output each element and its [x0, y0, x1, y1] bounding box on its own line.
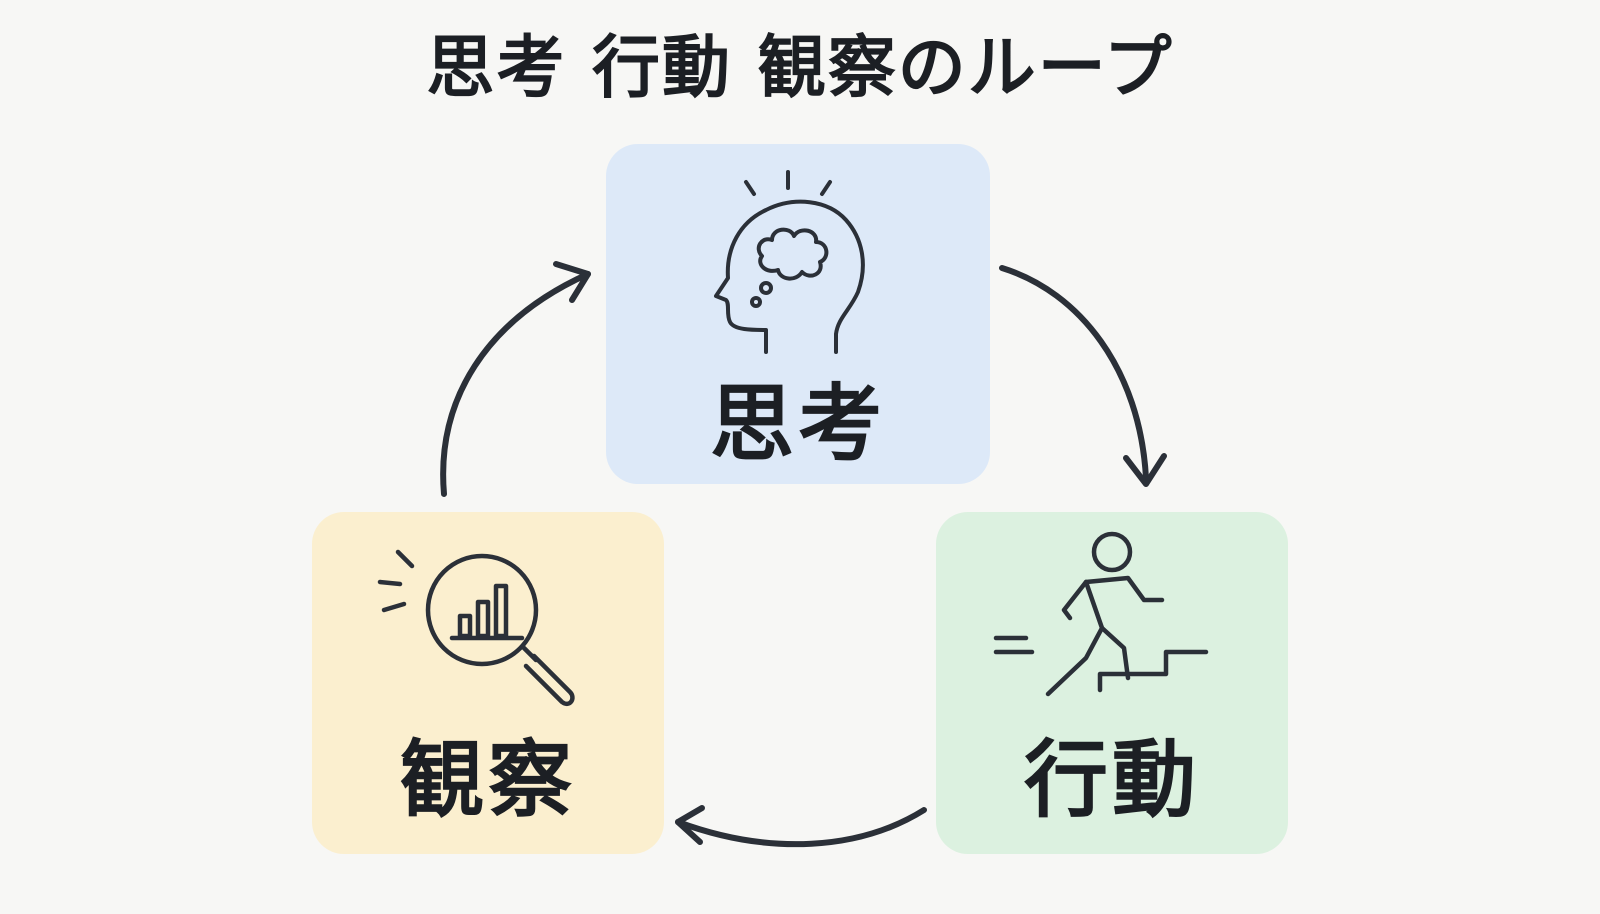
node-observe-label: 観察 [399, 731, 576, 829]
magnifier-chart-icon [377, 549, 575, 707]
arrow-think-to-act [999, 265, 1149, 481]
running-person-stairs-icon [993, 531, 1209, 697]
arrow-act-to-observe [675, 807, 927, 848]
node-think: 思考 [606, 144, 990, 484]
arrow-observe-to-think [440, 271, 591, 497]
arrow-observe-to-think-head [553, 261, 591, 303]
node-act: 行動 [936, 512, 1288, 854]
arrow-think-to-act-head [1123, 453, 1167, 487]
node-think-label: 思考 [709, 375, 886, 473]
head-thought-icon [714, 170, 865, 354]
node-act-label: 行動 [1023, 731, 1200, 829]
diagram-title: 思考 行動 観察のループ [426, 29, 1174, 108]
arrow-act-to-observe-head [675, 805, 705, 845]
node-observe: 観察 [312, 512, 664, 854]
